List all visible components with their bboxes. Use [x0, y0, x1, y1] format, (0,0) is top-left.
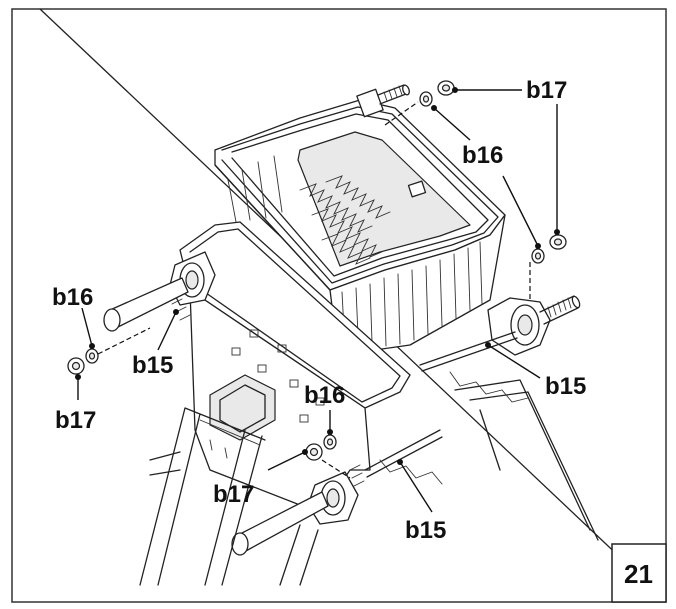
threaded-stud-right: [487, 295, 581, 356]
nut-b17-right: [549, 234, 567, 250]
washer-b16-top: [419, 91, 433, 107]
callout-b17-bottom: b17: [213, 481, 254, 508]
heat-exchanger-lower-view: [103, 221, 443, 586]
nut-b17-top: [437, 80, 455, 96]
threaded-stud-top: [356, 84, 410, 118]
callout-b16-mid: b16: [304, 382, 345, 409]
washer-b16-mid: [323, 434, 337, 450]
callout-b15-left: b15: [132, 352, 173, 379]
fitting-upper-left: [103, 251, 216, 332]
callout-b15-right: b15: [545, 373, 586, 400]
figure-number-box: 21: [611, 543, 667, 603]
washer-b16-left: [85, 348, 99, 364]
leader-lines: [75, 87, 560, 513]
callout-b16-top: b16: [462, 142, 503, 169]
nut-b17-mid: [305, 443, 323, 461]
callout-b15-bottom: b15: [405, 517, 446, 544]
callout-b17-top: b17: [526, 77, 567, 104]
callout-b17-left: b17: [55, 407, 96, 434]
washer-b16-right: [531, 248, 545, 264]
callout-b16-left: b16: [52, 284, 93, 311]
fitting-lower: [231, 464, 365, 556]
figure-number: 21: [624, 559, 653, 589]
support-frame: [139, 407, 319, 586]
diagram-frame: [11, 8, 667, 603]
nut-b17-left: [67, 357, 85, 375]
